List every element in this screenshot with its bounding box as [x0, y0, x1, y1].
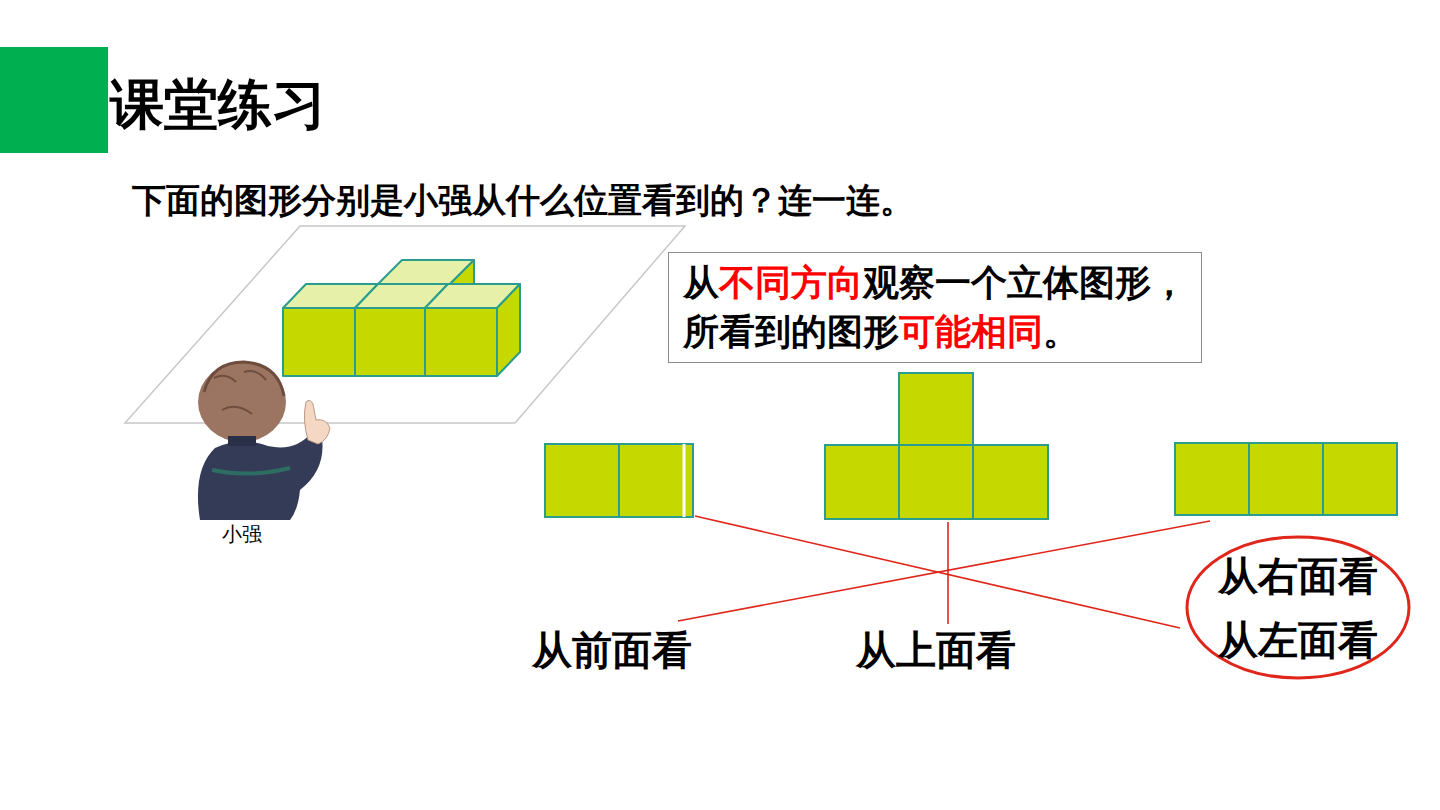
view-label: 从左面看 [1218, 618, 1378, 662]
note-text: 。 [1043, 311, 1079, 352]
ellipse-group: 从右面看从左面看 [1185, 535, 1411, 680]
title-bar [0, 47, 108, 153]
emphasis-text: 不同方向 [719, 262, 863, 303]
match-lines [678, 516, 1210, 628]
view-label: 从前面看 [532, 626, 692, 674]
note-text: 所看到的图形 [683, 311, 899, 352]
person-name: 小强 [222, 522, 262, 546]
cube-stack [283, 260, 520, 376]
note-text: 从 [683, 262, 719, 303]
view-label: 从上面看 [856, 626, 1016, 674]
note-text: 观察一个立体图形， [863, 262, 1187, 303]
question-text: 下面的图形分别是小强从什么位置看到的？连一连。 [132, 180, 914, 221]
boy-figure [198, 362, 330, 520]
emphasis-text: 可能相同 [899, 311, 1043, 352]
view-figures [545, 373, 1397, 519]
note-box: 从不同方向观察一个立体图形， 所看到的图形可能相同。 [668, 252, 1202, 363]
view-label: 从右面看 [1218, 554, 1378, 598]
slide-title: 课堂练习 [110, 72, 326, 137]
white-mark [683, 444, 686, 517]
